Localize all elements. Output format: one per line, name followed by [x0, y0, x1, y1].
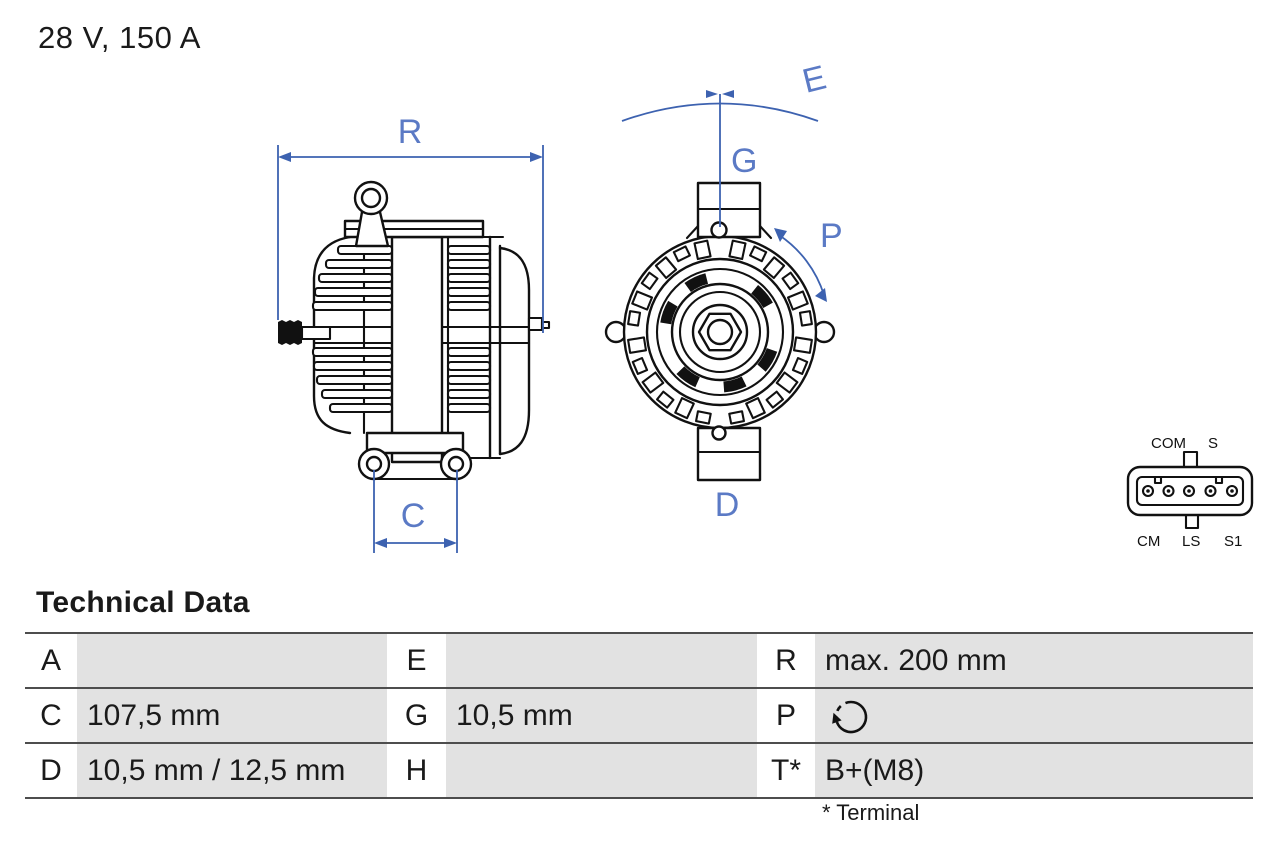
top-mounting-lug — [353, 180, 390, 248]
table-label-r: R — [757, 634, 815, 687]
dimension-label-c: C — [401, 497, 426, 535]
dimension-label-g: G — [731, 142, 757, 180]
table-label-d: D — [25, 744, 77, 797]
rotation-direction-icon — [832, 700, 868, 733]
table-row: C 107,5 mm G 10,5 mm P — [25, 687, 1253, 742]
alternator-front-view: E G P D — [604, 58, 843, 524]
table-value-p — [815, 689, 1253, 742]
connector-pin-label-com: COM — [1151, 435, 1186, 452]
table-label-t: T* — [757, 744, 815, 797]
table-label-e: E — [387, 634, 446, 687]
cooling-fins-right — [446, 244, 492, 414]
stator-frame — [390, 235, 444, 464]
connector-pin-label-cm: CM — [1137, 533, 1160, 550]
table-value-g: 10,5 mm — [446, 689, 757, 742]
threaded-shaft — [278, 320, 302, 345]
dimension-p: P — [774, 217, 843, 302]
dimension-e: E — [621, 58, 830, 122]
connector-diagram: COM S CM LS S1 — [1126, 435, 1254, 550]
alternator-side-view: R C — [277, 113, 551, 553]
terminal-footnote: * Terminal — [822, 800, 920, 825]
front-top-bracket — [685, 181, 773, 240]
table-label-c: C — [25, 689, 77, 742]
technical-data-table: A E R max. 200 mm C 107,5 mm G 10,5 mm P… — [25, 632, 1253, 799]
dimension-label-d: D — [715, 486, 740, 524]
pulley-pads — [660, 273, 778, 393]
technical-data-heading: Technical Data — [36, 586, 250, 619]
dimension-label-p: P — [820, 217, 843, 255]
connector-pins — [1141, 484, 1239, 498]
dimension-g: G — [719, 94, 757, 227]
table-label-h: H — [387, 744, 446, 797]
terminal-stud — [527, 316, 544, 332]
dimension-r: R — [277, 113, 544, 333]
connector-top-tab — [1182, 450, 1199, 469]
dimension-c: C — [373, 470, 458, 553]
table-value-t: B+(M8) — [815, 744, 1253, 797]
table-label-g: G — [387, 689, 446, 742]
connector-bottom-tab — [1184, 513, 1200, 530]
dimension-label-e: E — [799, 58, 830, 100]
table-value-r: max. 200 mm — [815, 634, 1253, 687]
table-label-a: A — [25, 634, 77, 687]
front-bottom-bracket — [696, 425, 762, 482]
table-value-e — [446, 634, 757, 687]
alternator-technical-drawing: R C — [277, 58, 1254, 553]
cooling-fins-left — [311, 244, 394, 414]
table-value-c: 107,5 mm — [77, 689, 387, 742]
connector-pin-label-ls: LS — [1182, 533, 1200, 550]
table-value-a — [77, 634, 387, 687]
table-value-d: 10,5 mm / 12,5 mm — [77, 744, 387, 797]
dimension-label-r: R — [398, 113, 423, 151]
connector-pin-label-s1: S1 — [1224, 533, 1242, 550]
table-row: A E R max. 200 mm — [25, 632, 1253, 687]
page-title: 28 V, 150 A — [38, 20, 201, 55]
housing-outline — [312, 235, 352, 435]
table-value-h — [446, 744, 757, 797]
bottom-mounting-bracket — [357, 431, 473, 481]
connector-pin-label-s: S — [1208, 435, 1218, 452]
table-row: D 10,5 mm / 12,5 mm H T* B+(M8) — [25, 742, 1253, 799]
fan-slots — [627, 239, 813, 425]
table-label-p: P — [757, 689, 815, 742]
